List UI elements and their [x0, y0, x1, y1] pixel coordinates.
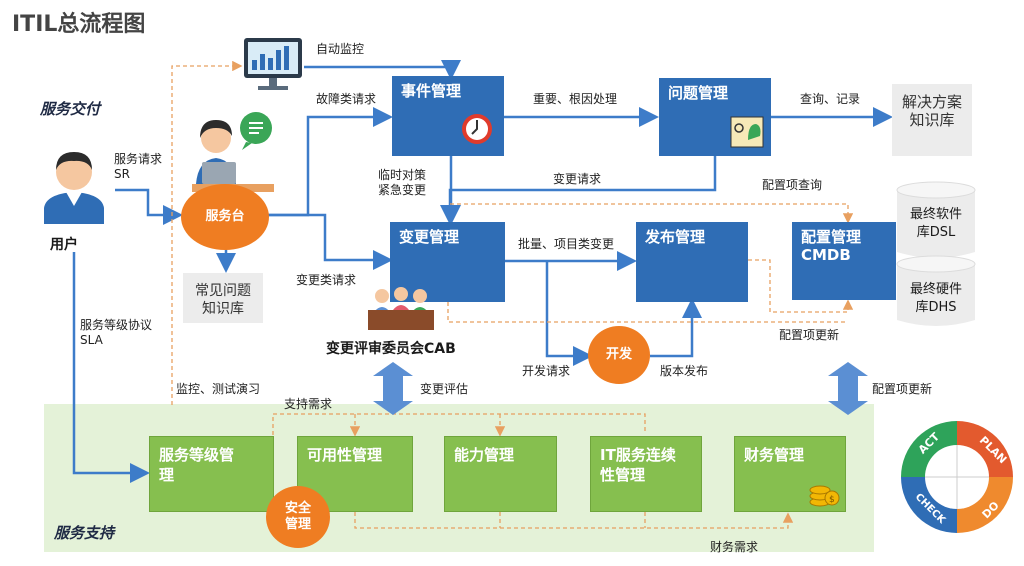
label-temp-line2: 紧急变更 [378, 183, 427, 197]
double-arrow-ci-update [828, 362, 868, 415]
label-ci-query: 配置项查询 [762, 178, 823, 192]
incident-management-node[interactable]: 事件管理 [392, 76, 504, 156]
label-temp-line1: 临时对策 [378, 168, 427, 182]
cab-label: 变更评审委员会CAB [326, 341, 456, 357]
dsl-line2: 库DSL [916, 225, 956, 240]
label-sla-line2: SLA [80, 333, 103, 347]
sla-mgmt-line2: 理 [159, 466, 175, 484]
arrow-desk-to-incident [268, 107, 393, 217]
diagnosis-icon [730, 116, 764, 148]
label-sla-line1: 服务等级协议 [80, 318, 153, 332]
faq-knowledge-base: 常见问题 知识库 [183, 273, 263, 323]
solution-kb-line1: 解决方案 [901, 93, 962, 111]
label-temp-emergency: 临时对策 紧急变更 [378, 168, 426, 198]
arrow-desk-to-change [268, 213, 393, 270]
label-monitor-test: 监控、测试演习 [176, 382, 261, 396]
dash-finance-needs [354, 512, 794, 529]
section-delivery: 服务交付 [40, 100, 101, 118]
dash-ci-update-release [748, 259, 854, 313]
section-support: 服务支持 [54, 524, 115, 542]
label-support-needs: 支持需求 [284, 397, 333, 411]
security-management-node[interactable]: 安全 管理 [266, 486, 330, 548]
label-change-request: 变更请求 [553, 172, 602, 186]
page-title: ITIL总流程图 [12, 12, 146, 37]
security-line2: 管理 [284, 517, 311, 532]
change-label: 变更管理 [399, 228, 460, 246]
dsl-line1: 最终软件 [909, 207, 962, 222]
itsc-line2: 性管理 [600, 466, 646, 484]
solution-knowledge-base: 解决方案 知识库 [892, 84, 972, 156]
coins-icon: $ [809, 485, 840, 507]
dash-monitor-test [171, 60, 243, 405]
dash-ci-query [450, 203, 854, 224]
label-dev-request: 开发请求 [522, 364, 571, 378]
label-version-release: 版本发布 [660, 364, 709, 378]
pdca-cycle-icon: ACT PLAN DO CHECK [901, 421, 1013, 533]
label-service-request: 服务请求 SR [114, 152, 162, 182]
dhs-line2: 库DHS [915, 300, 957, 315]
arrow-monitor-to-incident [304, 60, 461, 80]
availability-label: 可用性管理 [307, 446, 383, 464]
capacity-management-node[interactable]: 能力管理 [444, 436, 557, 512]
label-sla: 服务等级协议 SLA [80, 318, 152, 348]
cmdb-label-line1: 配置管理 [801, 228, 862, 246]
label-sr-line1: 服务请求 [114, 152, 163, 166]
user-icon [44, 152, 104, 224]
arrow-problem-to-change [440, 156, 717, 225]
arrow-user-to-sla [72, 252, 150, 483]
dhs-line1: 最终硬件 [909, 282, 962, 297]
sla-mgmt-line1: 服务等级管 [159, 446, 235, 464]
label-auto-monitor: 自动监控 [316, 42, 365, 56]
finance-label: 财务管理 [744, 446, 805, 464]
label-change-eval: 变更评估 [420, 382, 469, 396]
it-service-continuity-node[interactable]: IT服务连续 性管理 [590, 436, 702, 512]
arrow-user-to-desk [115, 188, 183, 225]
change-management-node[interactable]: 变更管理 [390, 222, 505, 302]
dhs-label: 最终硬件 库DHS [898, 281, 974, 317]
double-arrow-change-eval [373, 362, 413, 415]
security-line1: 安全 [284, 501, 311, 516]
monitor-icon [244, 38, 302, 90]
label-fault-request: 故障类请求 [316, 92, 377, 106]
dev-node[interactable]: 开发 [588, 326, 650, 384]
itsc-line1: IT服务连续 [600, 446, 676, 464]
sla-management-node[interactable]: 服务等级管 理 [149, 436, 274, 512]
cmdb-label-line2: CMDB [801, 246, 851, 264]
release-label: 发布管理 [645, 228, 706, 246]
label-important-root: 重要、根因处理 [533, 92, 618, 106]
arrow-dev-to-release [650, 298, 702, 358]
service-desk-node[interactable]: 服务台 [181, 184, 269, 250]
label-finance-needs: 财务需求 [710, 540, 759, 554]
faq-kb-line2: 知识库 [202, 301, 244, 317]
arrow-change-to-dev [545, 261, 593, 366]
solution-kb-line2: 知识库 [909, 111, 955, 129]
problem-label: 问题管理 [668, 84, 729, 102]
capacity-label: 能力管理 [454, 446, 515, 464]
cab-committee-icon [368, 287, 434, 330]
release-management-node[interactable]: 发布管理 [636, 222, 748, 302]
user-label: 用户 [50, 237, 78, 253]
label-change-class-request: 变更类请求 [296, 273, 357, 287]
cmdb-node[interactable]: 配置管理 CMDB [792, 222, 896, 300]
svg-text:$: $ [829, 495, 835, 505]
label-sr-line2: SR [114, 167, 130, 181]
alarm-clock-icon [462, 114, 492, 144]
label-batch-project: 批量、项目类变更 [518, 237, 615, 251]
incident-label: 事件管理 [401, 82, 462, 100]
agent-icon [192, 112, 274, 192]
dsl-dhs-storage [896, 181, 976, 326]
faq-kb-line1: 常见问题 [195, 283, 251, 299]
dsl-label: 最终软件 库DSL [898, 206, 974, 242]
label-query-record: 查询、记录 [800, 92, 861, 106]
label-ci-update-2: 配置项更新 [872, 382, 933, 396]
label-ci-update: 配置项更新 [779, 328, 840, 342]
